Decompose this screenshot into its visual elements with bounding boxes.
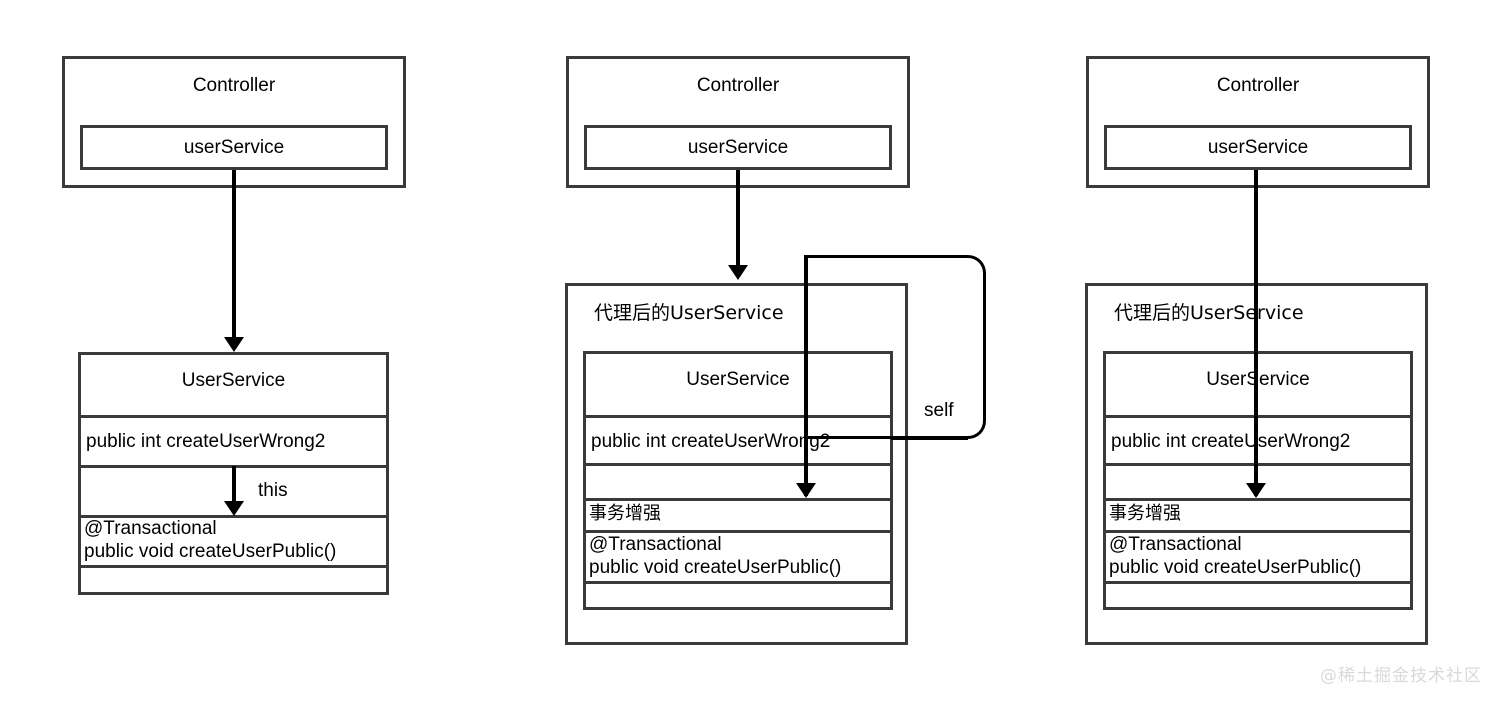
col2-row-sep-1: [583, 415, 893, 418]
col1-userservice-field-box: [80, 125, 388, 170]
col1-row-sep-4: [78, 565, 389, 568]
col2-userservice-field-box: [584, 125, 892, 170]
col1-arrow-line: [232, 170, 236, 337]
col1-this-arrow-head: [224, 501, 244, 516]
col1-method-wrong2: public int createUserWrong2: [86, 431, 326, 452]
col1-controller-title: Controller: [192, 75, 276, 96]
col2-arrow-line: [736, 170, 740, 265]
col2-row-sep-2: [583, 463, 893, 466]
col3-arrow-line: [1254, 170, 1258, 496]
watermark: @稀土掘金技术社区: [1320, 666, 1482, 686]
col1-arrow-head: [224, 337, 244, 352]
col3-method-wrong2: public int createUserWrong2: [1111, 431, 1351, 452]
col1-this-label: this: [258, 480, 288, 501]
col2-userservice-box: [583, 351, 893, 610]
col1-userservice-box: [78, 352, 389, 595]
col2-transaction-enhance: 事务增强: [589, 503, 661, 524]
col2-method-wrong2: public int createUserWrong2: [591, 431, 831, 452]
col1-userservice-field-label: userService: [183, 137, 285, 158]
col3-userservice-field-box: [1104, 125, 1412, 170]
col2-userservice-title: UserService: [686, 369, 790, 390]
col2-proxy-box: [565, 283, 908, 645]
col3-controller-box: [1086, 56, 1430, 188]
col3-proxy-title: 代理后的UserService: [1114, 302, 1304, 324]
col3-row-sep-5: [1103, 581, 1413, 584]
col2-row-sep-5: [583, 581, 893, 584]
col3-controller-title: Controller: [1216, 75, 1300, 96]
col2-self-loop-down-line: [804, 255, 808, 496]
col2-method-public: public void createUserPublic(): [589, 557, 842, 578]
col3-userservice-title: UserService: [1103, 368, 1413, 391]
col1-this-arrow-line: [232, 466, 236, 504]
col2-controller-title: Controller: [696, 75, 780, 96]
col3-method-public: public void createUserPublic(): [1109, 557, 1362, 578]
col3-arrow-head: [1246, 483, 1266, 498]
col2-proxy-title: 代理后的UserService: [594, 302, 784, 324]
col2-userservice-field-label: userService: [687, 137, 789, 158]
col1-transactional-annotation: @Transactional: [84, 518, 217, 539]
col1-row-sep-1: [78, 415, 389, 418]
col2-arrow-head: [728, 265, 748, 280]
col3-transactional-annotation: @Transactional: [1109, 534, 1242, 555]
col2-transactional-annotation: @Transactional: [589, 534, 722, 555]
col1-row-sep-3: [78, 515, 389, 518]
col1-method-public: public void createUserPublic(): [84, 541, 337, 562]
col3-row-sep-4: [1103, 530, 1413, 533]
col3-row-sep-2: [1103, 463, 1413, 466]
col2-self-label: self: [924, 400, 954, 421]
col3-userservice-field-label: userService: [1207, 137, 1309, 158]
col2-row-sep-3: [583, 498, 893, 501]
col3-row-sep-3: [1103, 498, 1413, 501]
col2-self-loop-curve: [806, 255, 986, 439]
col3-transaction-enhance: 事务增强: [1109, 503, 1181, 524]
col2-row-sep-4: [583, 530, 893, 533]
col3-row-sep-1: [1103, 415, 1413, 418]
col2-self-loop-arrow-head: [796, 483, 816, 498]
col3-userservice-box: [1103, 351, 1413, 610]
col1-userservice-title: UserService: [181, 370, 286, 391]
